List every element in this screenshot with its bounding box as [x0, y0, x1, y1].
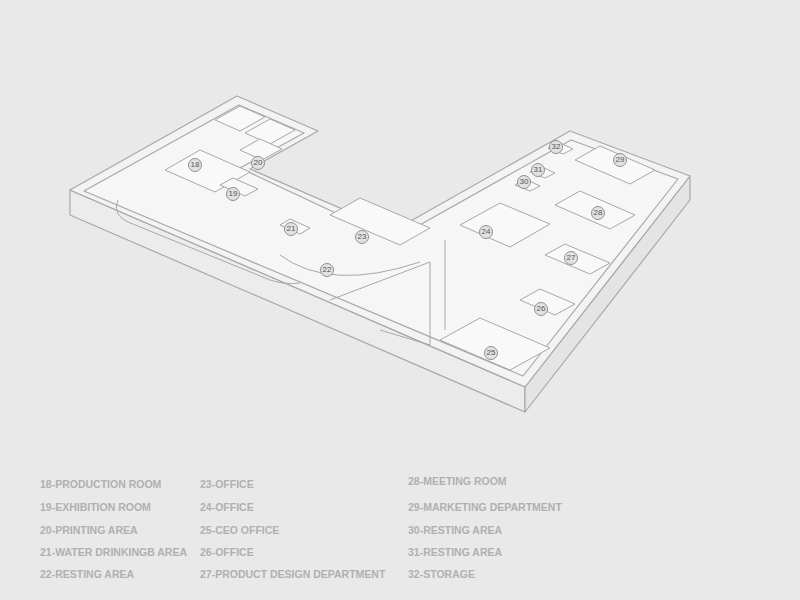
- legend-text: 22-RESTING AREA: [40, 568, 134, 581]
- callout-number: 22: [323, 266, 332, 274]
- callout-number: 20: [254, 159, 263, 167]
- legend-text: 30-RESTING AREA: [408, 524, 502, 537]
- legend-text: 24-OFFICE: [200, 501, 254, 514]
- callout-number: 24: [482, 228, 491, 236]
- legend-text: 32-STORAGE: [408, 568, 475, 581]
- legend-text: 19-EXHIBITION ROOM: [40, 501, 151, 514]
- callout-number: 26: [537, 305, 546, 313]
- legend-text: 18-PRODUCTION ROOM: [40, 478, 161, 491]
- callout-number: 23: [358, 233, 367, 241]
- legend-text: 21-WATER DRINKINGB AREA: [40, 546, 187, 559]
- callout-number: 31: [534, 166, 543, 174]
- legend-text: 25-CEO OFFICE: [200, 524, 279, 537]
- callout-number: 25: [487, 349, 496, 357]
- legend-text: 26-OFFICE: [200, 546, 254, 559]
- legend-text: 28-MEETING ROOM: [408, 475, 507, 488]
- callout-number: 21: [287, 225, 296, 233]
- callout-number: 18: [191, 161, 200, 169]
- legend-text: 29-MARKETING DEPARTMENT: [408, 501, 562, 514]
- callout-number: 19: [229, 190, 238, 198]
- callout-number: 28: [594, 209, 603, 217]
- callout-number: 27: [567, 254, 576, 262]
- callout-number: 29: [616, 156, 625, 164]
- callout-number: 30: [520, 178, 529, 186]
- callout-number: 32: [552, 143, 561, 151]
- legend-text: 23-OFFICE: [200, 478, 254, 491]
- legend-text: 31-RESTING AREA: [408, 546, 502, 559]
- legend-text: 27-PRODUCT DESIGN DEPARTMENT: [200, 568, 385, 581]
- legend-text: 20-PRINTING AREA: [40, 524, 138, 537]
